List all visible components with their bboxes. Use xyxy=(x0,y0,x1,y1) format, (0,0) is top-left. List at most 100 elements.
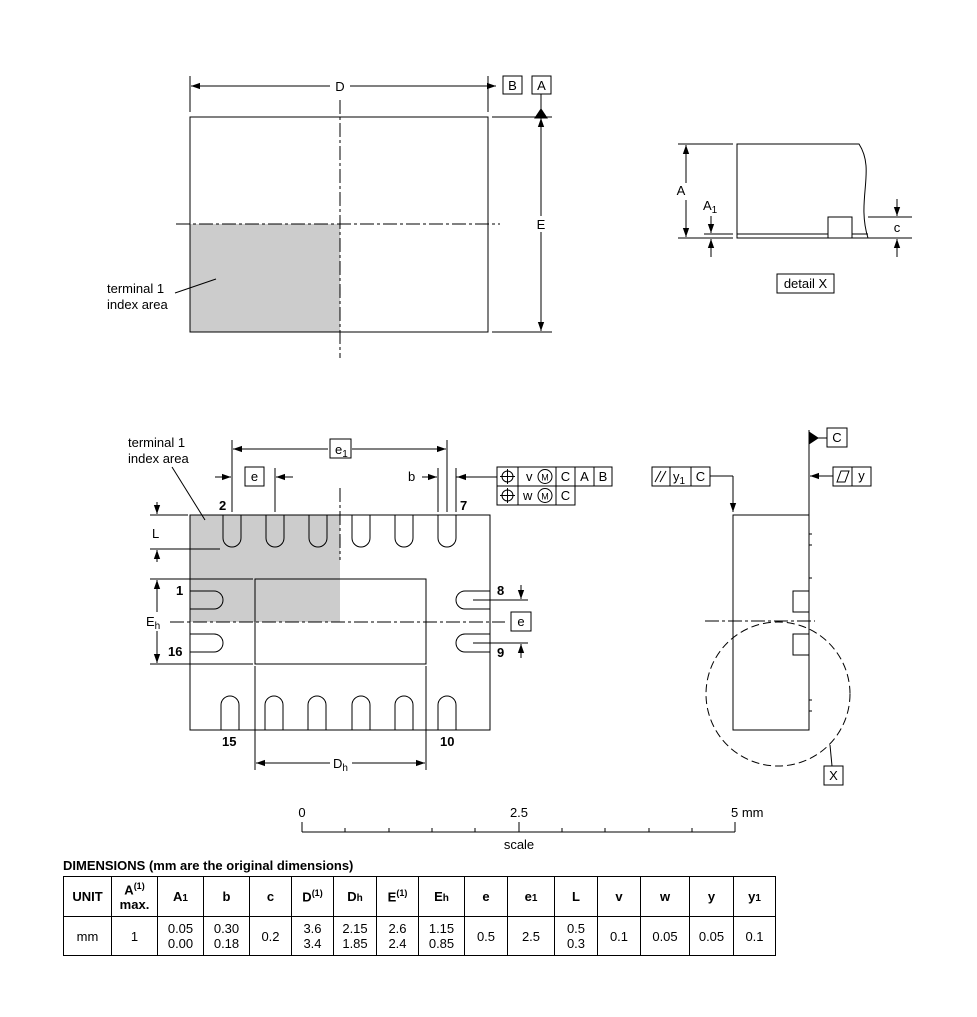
position-tolerance-icon xyxy=(500,488,515,503)
e-right-label-box xyxy=(510,611,532,632)
scale-label-end: 5 mm xyxy=(731,805,764,820)
table-header-cell: UNIT xyxy=(63,876,112,917)
label-e1: e1 xyxy=(335,442,348,460)
fcf-v-modifier: M xyxy=(541,473,549,483)
table-header-cell: E(1) xyxy=(376,876,419,917)
detail-terminal xyxy=(827,216,853,239)
label-e-right: e xyxy=(517,614,524,629)
table-text: L xyxy=(572,889,580,904)
table-text: e xyxy=(482,889,490,904)
label-detail-marker-X: X xyxy=(829,768,838,783)
table-text: y xyxy=(707,889,716,904)
table-header-cell: Eh xyxy=(418,876,465,917)
flatness-icon xyxy=(836,470,850,483)
table-header-cell: e xyxy=(464,876,508,917)
table-header-cell: e1 xyxy=(507,876,555,917)
table-text: y xyxy=(748,889,756,904)
table-text: 0.5 xyxy=(476,928,496,944)
label-D: D xyxy=(335,79,344,94)
pin-number-2: 2 xyxy=(219,498,226,513)
table-text: (1) xyxy=(311,888,323,899)
label-datum-A: A xyxy=(537,78,546,93)
top-view-labels: D E B A terminal 1 index area xyxy=(107,78,546,312)
table-text: E xyxy=(387,889,397,905)
pin-number-7: 7 xyxy=(460,498,467,513)
table-text: h xyxy=(356,893,363,904)
label-y: y xyxy=(858,468,865,483)
bottom-view xyxy=(150,438,613,770)
table-header-cell: w xyxy=(640,876,690,917)
table-text: w xyxy=(659,889,671,904)
table-text: 0.5 xyxy=(566,921,586,936)
table-text: E xyxy=(434,889,443,904)
detail-body-outline xyxy=(736,143,869,239)
table-text: 0.1 xyxy=(745,928,764,944)
scale-bar xyxy=(301,822,736,833)
bottom-view-labels: terminal 1 index area e1 e b L Eh Dh e 2… xyxy=(128,435,607,774)
table-text: e xyxy=(524,889,532,904)
detail-x-marker-box xyxy=(823,765,844,786)
table-cell: 1 xyxy=(111,916,158,956)
table-cell: 0.5 xyxy=(464,916,508,956)
terminals-right-column xyxy=(455,590,490,653)
table-text: 0.05 xyxy=(652,928,678,944)
fcf-v-tolerance: v xyxy=(526,469,533,484)
label-detail-x: detail X xyxy=(784,276,828,291)
table-text: 0.1 xyxy=(609,928,629,944)
table-text: 1.85 xyxy=(342,936,368,951)
table-cell: 2.5 xyxy=(507,916,555,956)
fcf-v-datum-C: C xyxy=(561,469,570,484)
terminals-top-row xyxy=(222,515,457,548)
table-text: b xyxy=(222,889,231,904)
table-text: 0.05 xyxy=(698,928,725,944)
position-tolerance-icon xyxy=(500,469,515,484)
datum-C-triangle xyxy=(808,431,819,445)
label-index-area-bottom: index area xyxy=(128,451,189,466)
parallelism-icon xyxy=(654,470,667,483)
table-header-cell: b xyxy=(203,876,250,917)
max-material-condition-icon xyxy=(537,488,553,503)
table-text: max. xyxy=(119,897,150,913)
label-c: c xyxy=(894,220,901,235)
datum-A-triangle xyxy=(534,108,548,119)
table-text: 0.05 xyxy=(167,921,194,936)
top-view-index-area xyxy=(190,224,340,332)
pin-number-10: 10 xyxy=(440,734,454,749)
table-header-cell: D(1) xyxy=(291,876,334,917)
label-datum-C: C xyxy=(832,430,841,445)
pin-number-1: 1 xyxy=(176,583,183,598)
table-text: (1) xyxy=(133,880,145,891)
table-text: 0.2 xyxy=(261,928,280,944)
table-text: 3.4 xyxy=(303,936,322,951)
label-parallelism-datum-C: C xyxy=(696,469,705,484)
table-text: (1) xyxy=(396,888,408,899)
table-text: 0.00 xyxy=(167,936,194,951)
detail-x-labels: A A1 c detail X xyxy=(677,183,901,291)
table-text: 2.4 xyxy=(388,936,407,951)
table-header-cell: A(1)max. xyxy=(111,876,158,917)
table-header-cell: y xyxy=(689,876,734,917)
pin-number-16: 16 xyxy=(168,644,182,659)
terminals-bottom-row xyxy=(220,695,457,730)
table-text: 0.85 xyxy=(428,936,455,951)
max-material-condition-icon xyxy=(537,469,553,484)
table-header-cell: Dh xyxy=(333,876,377,917)
label-y1: y1 xyxy=(673,469,686,487)
table-cell: 0.05 xyxy=(640,916,690,956)
scale-label-0: 0 xyxy=(298,805,305,820)
table-header-cell: v xyxy=(597,876,641,917)
table-cell: 0.1 xyxy=(597,916,641,956)
table-text: D xyxy=(347,889,357,904)
table-text: 0.30 xyxy=(213,921,240,936)
table-text: c xyxy=(266,889,275,904)
table-text: 1 xyxy=(182,893,188,904)
table-cell: 0.1 xyxy=(733,916,776,956)
table-text: h xyxy=(442,893,449,904)
